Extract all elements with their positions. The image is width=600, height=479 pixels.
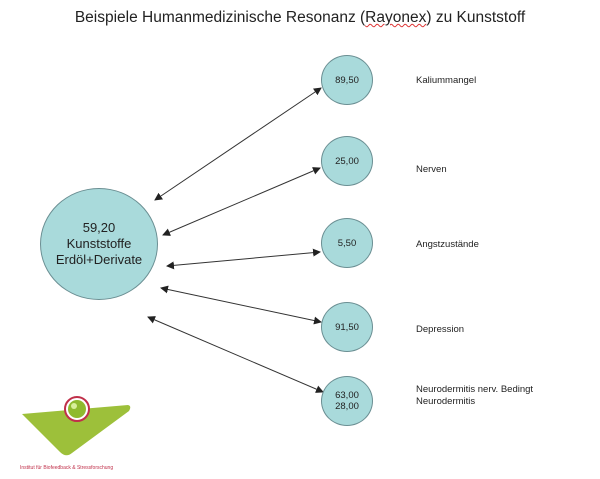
logo-text: Institut für Biofeedback & Stressforschu… (20, 465, 114, 471)
page-title: Beispiele Humanmedizinische Resonanz (Ra… (0, 9, 600, 27)
node-value: 89,50 (335, 74, 359, 86)
node-3: 5,50 (321, 218, 373, 268)
label-4: Depression (416, 324, 464, 336)
label-text: Depression (416, 324, 465, 335)
arrow-3 (166, 248, 321, 270)
center-node: 59,20 Kunststoffe Erdöl+Derivate (40, 188, 158, 300)
arrow-5 (147, 316, 324, 393)
center-line1: Kunststoffe (66, 236, 132, 251)
label-text: Nerven (416, 164, 447, 175)
title-rayonex: Rayonex (365, 9, 427, 26)
node-2: 25,00 (321, 136, 373, 186)
node-value: 25,00 (335, 155, 359, 167)
arrow-2 (162, 167, 321, 236)
label-text: Neurodermitis nerv. Bedingt (416, 384, 534, 395)
label-3: Angstzustände (416, 239, 479, 251)
label-text: Kaliummangel (416, 75, 477, 86)
node-value: 28,00 (335, 401, 359, 412)
node-value: 5,50 (337, 237, 357, 249)
node-value: 63,00 (335, 390, 359, 401)
node-1: 89,50 (321, 55, 373, 105)
node-4: 91,50 (321, 302, 373, 352)
center-value: 59,20 (82, 220, 116, 235)
label-text: Angstzustände (416, 239, 479, 250)
node-5: 63,00 28,00 (321, 376, 373, 426)
label-2: Nerven (416, 164, 447, 176)
center-line2: Erdöl+Derivate (55, 252, 143, 267)
node-value: 91,50 (335, 321, 359, 333)
title-suffix: ) zu Kunststoff (426, 9, 526, 26)
title-prefix: Beispiele Humanmedizinische Resonanz ( (74, 9, 366, 26)
label-text: Neurodermitis (416, 396, 476, 407)
label-5: Neurodermitis nerv. Bedingt Neurodermiti… (416, 384, 533, 408)
label-1: Kaliummangel (416, 75, 476, 87)
